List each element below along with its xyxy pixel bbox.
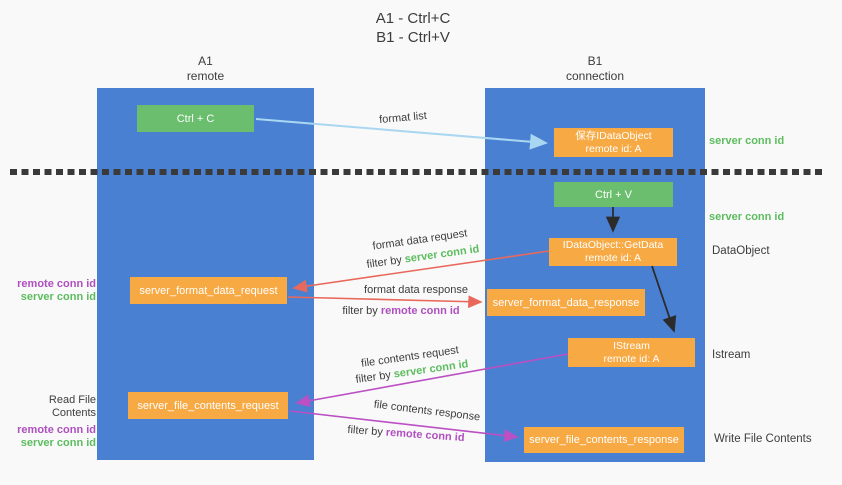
server-file-contents-response-box: server_file_contents_response [524, 427, 684, 453]
format-list-label: format list [378, 109, 428, 127]
remote-conn-id-label: remote conn id [17, 278, 96, 290]
save-dataobject-box: 保存IDataObject remote id: A [554, 128, 673, 157]
format-data-response-label: format data response [364, 284, 468, 296]
write-file-contents-label: Write File Contents [714, 433, 812, 445]
read-file-contents-label: Read File Contents [48, 394, 96, 419]
getdata-line2: remote id: A [584, 252, 642, 264]
istream-line2: remote id: A [603, 352, 660, 365]
diagram-title: A1 - Ctrl+C B1 - Ctrl+V [313, 9, 513, 47]
istream-box: IStream remote id: A [568, 338, 695, 367]
getdata-box: IDataObject::GetData remote id: A [549, 238, 677, 266]
save-dataobject-line1: 保存IDataObject [575, 129, 652, 142]
read-file-contents-labels: Read File Contents remote conn id server… [6, 394, 96, 449]
title-line-1: A1 - Ctrl+C [375, 10, 451, 27]
column-a1-subtitle: remote [186, 69, 225, 83]
ctrl-c-label: Ctrl + C [176, 112, 215, 125]
server-conn-id-label: server conn id [20, 436, 96, 449]
server-file-contents-request-label: server_file_contents_request [137, 399, 279, 412]
server-conn-id-label-top: server conn id [709, 135, 785, 147]
server-format-data-response-label: server_format_data_response [492, 296, 640, 309]
column-b1-id: B1 [587, 54, 603, 68]
server-file-contents-request-box: server_file_contents_request [128, 392, 288, 419]
remote-conn-id-text: remote conn id [385, 426, 465, 445]
format-request-conn-id-labels: remote conn id server conn id [6, 278, 96, 303]
title-line-2: B1 - Ctrl+V [376, 29, 450, 46]
filter-by-text: filter by [354, 369, 392, 386]
filter-by-text: filter by [342, 305, 378, 317]
remote-conn-id-text: remote conn id [380, 305, 460, 317]
file-contents-response-label: file contents response [373, 398, 481, 424]
server-format-data-request-box: server_format_data_request [130, 277, 287, 304]
remote-conn-id-label: remote conn id [17, 424, 96, 436]
dotted-separator-line [10, 169, 824, 175]
dataobject-label: DataObject [712, 245, 770, 257]
ctrl-v-box: Ctrl + V [554, 182, 673, 207]
ctrl-v-label: Ctrl + V [595, 188, 632, 201]
column-b1-subtitle: connection [565, 69, 625, 83]
ctrl-c-box: Ctrl + C [137, 105, 254, 132]
filter-by-text: filter by [365, 254, 403, 271]
istream-side-label: Istream [712, 349, 751, 361]
format-data-response-arrow [287, 295, 483, 309]
save-dataobject-line2: remote id: A [585, 142, 642, 155]
getdata-line1: IDataObject::GetData [562, 239, 664, 251]
server-format-data-request-label: server_format_data_request [139, 284, 278, 297]
server-conn-id-label-mid: server conn id [709, 211, 785, 223]
column-header-a1: A1 remote [97, 54, 314, 84]
server-conn-id-label: server conn id [20, 290, 96, 303]
istream-line1: IStream [613, 339, 650, 352]
filter-by-text: filter by [347, 423, 384, 439]
server-format-data-response-box: server_format_data_response [487, 289, 645, 316]
column-a1-id: A1 [198, 54, 213, 68]
column-header-b1: B1 connection [485, 54, 705, 84]
server-file-contents-response-label: server_file_contents_response [529, 434, 679, 446]
